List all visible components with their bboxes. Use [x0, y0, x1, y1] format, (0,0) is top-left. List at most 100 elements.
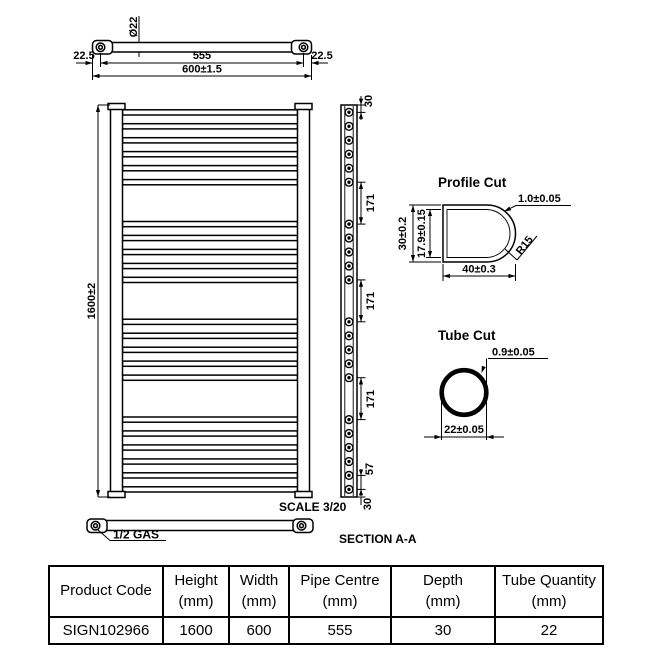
tube-section-center-dot [347, 138, 351, 142]
dim-section-pitch: 57 [364, 463, 376, 475]
towel-bar [121, 360, 299, 368]
col-product-code: Product Code [48, 565, 164, 618]
dim-section-bottom-offset: 30 [362, 498, 374, 510]
towel-bar [121, 416, 299, 423]
towel-bar [121, 472, 299, 479]
tube-section-center-dot [347, 431, 351, 436]
towel-bar [121, 150, 299, 158]
dim-profile-wall: 1.0±0.05 [518, 193, 561, 205]
top-view-dimensions: 22.5 555 22.5 600±1.5 [73, 50, 333, 80]
right-cap-inner-circle [300, 44, 307, 50]
tube-section-center-dot [347, 334, 351, 338]
dim-section-gap3: 171 [365, 390, 377, 408]
col-height: Height (mm) [162, 565, 230, 618]
towel-bar [121, 164, 299, 172]
col-width: Width (mm) [228, 565, 290, 618]
header-line1: Height [174, 572, 218, 590]
left-rail [109, 104, 124, 498]
dim-section-top-offset: 30 [363, 95, 375, 107]
towel-bar [121, 262, 299, 270]
towel-bar [121, 136, 299, 144]
section-label: SECTION A-A [339, 532, 417, 546]
cell-pipe-centre: 555 [288, 616, 392, 645]
tube-section-center-dot [347, 250, 351, 254]
cell-depth: 30 [390, 616, 496, 645]
col-pipe-centre: Pipe Centre (mm) [288, 565, 392, 618]
connection-label: 1/2 GAS [113, 528, 159, 542]
col-tube-quantity: Tube Quantity (mm) [494, 565, 604, 618]
dim-tube-wall: 0.9±0.05 [492, 347, 535, 359]
cell-height: 1600 [162, 616, 230, 645]
towel-bar [121, 486, 299, 493]
section-view [340, 104, 358, 498]
header-line2: (mm) [322, 592, 358, 610]
section-dimensions: 30 171 171 171 57 30 [357, 95, 377, 510]
towel-bar [121, 234, 299, 242]
profile-outer-shape [442, 204, 517, 263]
bottom-view: 1/2 GAS [86, 518, 314, 542]
cell-tube-quantity: 22 [494, 616, 604, 645]
tube-section-center-dot [347, 180, 351, 184]
tube-section-center-dot [347, 473, 351, 478]
towel-bar [121, 109, 299, 116]
tube-section-center-dot [347, 166, 351, 170]
tube-section-center-dot [347, 152, 351, 156]
header-line1: Pipe Centre [300, 572, 380, 590]
header-line2: (mm) [178, 592, 214, 610]
tube-cut-detail: Tube Cut 0.9±0.05 22±0.05 [424, 328, 548, 440]
dim-tube-diameter: Ø22 [128, 17, 140, 38]
towel-bar [121, 430, 299, 437]
towel-bar [121, 374, 299, 382]
tube-section-center-dot [347, 362, 351, 366]
spec-table-header-row: Product Code Height (mm) Width (mm) Pipe… [48, 565, 604, 618]
bottom-left-cap-inner-circle [92, 523, 99, 529]
dim-profile-outer-height: 30±0.2 [397, 217, 409, 251]
header-line1: Depth [422, 572, 464, 590]
tube-section-center-dot [347, 376, 351, 380]
left-cap-inner-circle [97, 44, 104, 50]
tube-section-center-dot [347, 264, 351, 268]
tube-section-center-dot [347, 487, 351, 492]
header-line2: (mm) [425, 592, 461, 610]
tube-ring [439, 367, 489, 418]
left-rail-top-cap [107, 102, 126, 111]
cell-product-code: SIGN102966 [48, 616, 164, 645]
profile-cut-title: Profile Cut [438, 175, 507, 190]
dim-overall-width: 600±1.5 [182, 64, 222, 76]
gas-leader-line [96, 528, 111, 541]
towel-bar [121, 332, 299, 340]
dim-tube-diameter-value: 22±0.05 [444, 424, 484, 436]
dim-left-offset: 22.5 [73, 50, 94, 62]
dim-profile-inner-height: 17.9±0.15 [416, 209, 428, 258]
towel-bar [121, 178, 299, 186]
dim-section-gap2: 171 [365, 292, 377, 310]
spec-table-data-row: SIGN102966 1600 600 555 30 22 [48, 616, 604, 645]
header-line1: Tube Quantity [502, 572, 596, 590]
header-line1: Product Code [60, 582, 152, 600]
tube-section-center-dot [347, 459, 351, 464]
header-line2: (mm) [531, 592, 567, 610]
profile-inner-shape [446, 209, 511, 258]
right-rail [296, 104, 311, 498]
towel-bar [121, 458, 299, 465]
right-rail-top-cap [294, 102, 313, 111]
left-rail-bottom-cap [107, 490, 126, 499]
spec-table: Product Code Height (mm) Width (mm) Pipe… [48, 565, 604, 645]
dim-overall-height: 1600±2 [86, 283, 98, 320]
tube-section-center-dot [347, 278, 351, 282]
tube-section-center-dot [347, 445, 351, 450]
tube-cut-title: Tube Cut [438, 328, 496, 343]
header-line1: Width [239, 572, 279, 590]
tube-section-center-dot [347, 110, 351, 115]
scale-label: SCALE 3/20 [279, 500, 347, 514]
tube-section-center-dot [347, 417, 351, 422]
dim-profile-width: 40±0.3 [462, 264, 496, 276]
tube-section-center-dot [347, 320, 351, 324]
towel-bar [121, 220, 299, 228]
cell-width: 600 [228, 616, 290, 645]
header-line2: (mm) [241, 592, 277, 610]
dim-pipe-centre: 555 [193, 50, 211, 62]
towel-bar [121, 276, 299, 284]
towel-bar [121, 444, 299, 451]
top-view: Ø22 22.5 555 22.5 [73, 16, 333, 80]
